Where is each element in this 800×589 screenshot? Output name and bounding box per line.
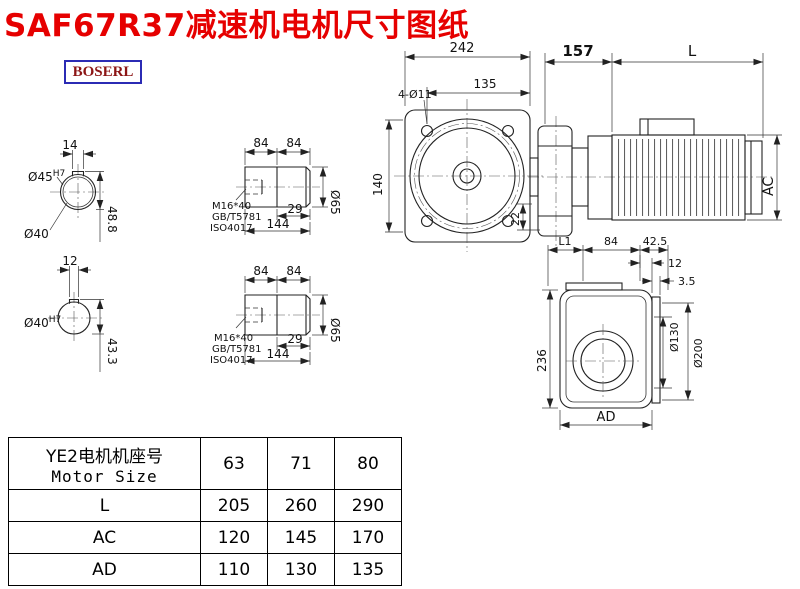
dim-keyway-height: 48.8	[105, 206, 119, 233]
mount-holes-label: 4-Ø11	[398, 88, 432, 101]
value-cell: 130	[267, 553, 335, 586]
value-cell: 145	[267, 521, 335, 554]
dim-tip-length: 29	[287, 332, 302, 346]
shaft-end-view-1: 14 Ø45H7 48.8 Ø40	[24, 138, 119, 242]
dim-flange-inner: Ø130	[668, 322, 681, 352]
row-label-L: L	[8, 489, 201, 522]
motor-size-table: YE2电机机座号 Motor Size 63 71 80 L 205 260 2…	[8, 437, 402, 586]
value-cell: 135	[334, 553, 402, 586]
header-cn: YE2电机机座号	[46, 446, 163, 467]
dim-seg-a: 84	[253, 264, 268, 278]
dim-motor-length: L	[688, 42, 697, 60]
row-label-AC: AC	[8, 521, 201, 554]
dim-84: 84	[604, 235, 618, 248]
dim-tip-length: 29	[287, 202, 302, 216]
dim-shaft-dia: Ø65	[328, 318, 342, 343]
dim-seg-b: 84	[286, 136, 301, 150]
row-label-AD: AD	[8, 553, 201, 586]
standard-label-1: GB/T5781	[212, 344, 262, 355]
bore-dia-label: Ø45H7	[28, 169, 65, 184]
standard-label-2: ISO4017	[210, 223, 253, 234]
dim-keyway-width: 12	[62, 254, 77, 268]
thread-spec-label: M16*40	[214, 333, 253, 344]
dim-overall-width: 242	[450, 41, 475, 56]
dim-keyway-height: 43.3	[105, 338, 119, 365]
size-col-71: 71	[267, 437, 335, 490]
dim-motor-height: AC	[761, 177, 777, 196]
size-col-80: 80	[334, 437, 402, 490]
table-row-AD: AD 110 130 135	[8, 553, 402, 586]
header-en: Motor Size	[51, 466, 158, 486]
value-cell: 205	[200, 489, 268, 522]
value-cell: 290	[334, 489, 402, 522]
technical-drawing: 14 Ø45H7 48.8 Ø40 12 Ø40H7	[24, 41, 782, 430]
dim-12: 12	[668, 257, 682, 270]
dim-keyway-width: 14	[62, 138, 77, 152]
shaft-end-view-2: 12 Ø40H7 43.3	[24, 254, 119, 372]
gearbox-side-view: L1 84 42.5 12 3.5 236 Ø130 Ø200	[535, 235, 705, 430]
dim-ad: AD	[597, 410, 616, 425]
dim-3-5: 3.5	[678, 275, 696, 288]
dim-seg-b: 84	[286, 264, 301, 278]
dim-total-length: 144	[267, 347, 290, 361]
dim-shaft-dia: Ø65	[328, 190, 342, 215]
value-cell: 120	[200, 521, 268, 554]
dim-hole-spacing: 135	[474, 77, 497, 91]
table-header-motor-size: YE2电机机座号 Motor Size	[8, 437, 201, 490]
dim-flange-outer: Ø200	[692, 338, 705, 368]
dim-seg-a: 84	[253, 136, 268, 150]
size-col-63: 63	[200, 437, 268, 490]
value-cell: 110	[200, 553, 268, 586]
standard-label-1: GB/T5781	[212, 212, 262, 223]
dim-offset: 22	[509, 212, 522, 226]
shaft-side-view-1: 84 84 Ø65 29 144 M16*40 GB/T5781 ISO4017	[210, 136, 342, 235]
page-title: SAF67R37减速机电机尺寸图纸	[4, 8, 470, 44]
bore-dia-label: Ø40H7	[24, 315, 61, 330]
shaft-side-view-2: 84 84 Ø65 29 144 M16*40 GB/T5781 ISO4017	[210, 264, 342, 366]
value-cell: 260	[267, 489, 335, 522]
dim-height: 140	[371, 173, 385, 196]
dim-gear-length: 157	[562, 42, 593, 60]
table-row-L: L 205 260 290	[8, 489, 402, 522]
standard-label-2: ISO4017	[210, 355, 253, 366]
boserl-logo: BOSERL	[64, 60, 142, 84]
value-cell: 170	[334, 521, 402, 554]
motor-side-view: 157 L AC	[528, 42, 782, 248]
dim-total-length: 144	[267, 217, 290, 231]
dim-side-height: 236	[535, 349, 549, 372]
gearbox-front-view: 242 135 4-Ø11 140 22	[371, 41, 544, 252]
table-row-AC: AC 120 145 170	[8, 521, 402, 554]
dim-42-5: 42.5	[643, 235, 668, 248]
thread-spec-label: M16*40	[212, 201, 251, 212]
secondary-dia-label: Ø40	[24, 227, 49, 241]
dim-l1: L1	[558, 235, 571, 248]
